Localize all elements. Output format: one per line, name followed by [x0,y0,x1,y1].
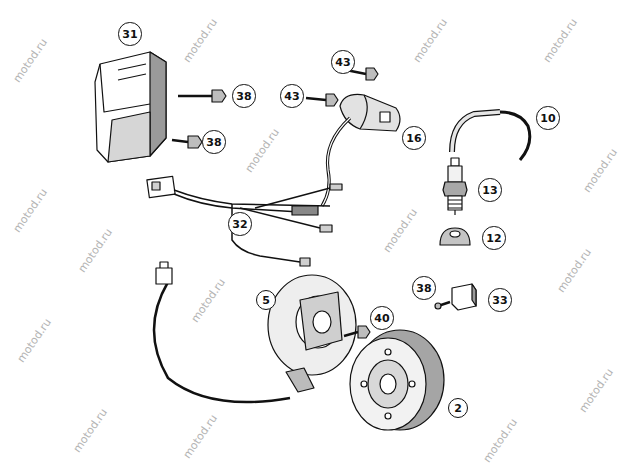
callout-text: 2 [454,403,462,414]
watermark: motod.ru [580,146,620,195]
callout-number: 38 [412,276,435,299]
watermark: motod.ru [188,276,228,325]
watermark: motod.ru [480,416,520,465]
callout-number: 5 [256,290,276,310]
callout-text: 40 [374,313,389,324]
callout-text: 38 [206,137,221,148]
watermark: motod.ru [75,226,115,275]
callout-number: 2 [448,398,468,418]
watermark: motod.ru [180,16,220,65]
callout-number: 10 [536,106,559,129]
watermark: motod.ru [180,412,220,461]
watermark: motod.ru [554,246,594,295]
callout-text: 16 [406,133,421,144]
watermark: motod.ru [410,16,450,65]
callout-number: 12 [482,226,505,249]
callout-number: 38 [232,84,255,107]
watermark: motod.ru [14,316,54,365]
watermark: motod.ru [380,206,420,255]
callout-number: 43 [280,84,303,107]
callout-text: 43 [284,91,299,102]
callout-text: 43 [335,57,350,68]
callout-text: 12 [486,233,501,244]
callout-number: 33 [488,288,511,311]
callout-number: 38 [202,130,225,153]
callout-text: 5 [262,295,270,306]
callout-number: 13 [478,178,501,201]
callout-number: 43 [331,50,354,73]
callout-number: 32 [228,212,251,235]
callout-text: 32 [232,219,247,230]
callout-text: 38 [416,283,431,294]
callout-number: 40 [370,306,393,329]
watermark: motod.ru [70,406,110,455]
watermark: motod.ru [540,16,580,65]
watermark: motod.ru [10,186,50,235]
watermark: motod.ru [10,36,50,85]
callout-text: 33 [492,295,507,306]
callout-number: 16 [402,126,425,149]
callout-number: 31 [118,22,141,45]
callout-text: 13 [482,185,497,196]
watermark: motod.ru [242,126,282,175]
watermark: motod.ru [576,366,616,415]
callout-text: 38 [236,91,251,102]
callout-text: 10 [540,113,555,124]
callout-text: 31 [122,29,137,40]
